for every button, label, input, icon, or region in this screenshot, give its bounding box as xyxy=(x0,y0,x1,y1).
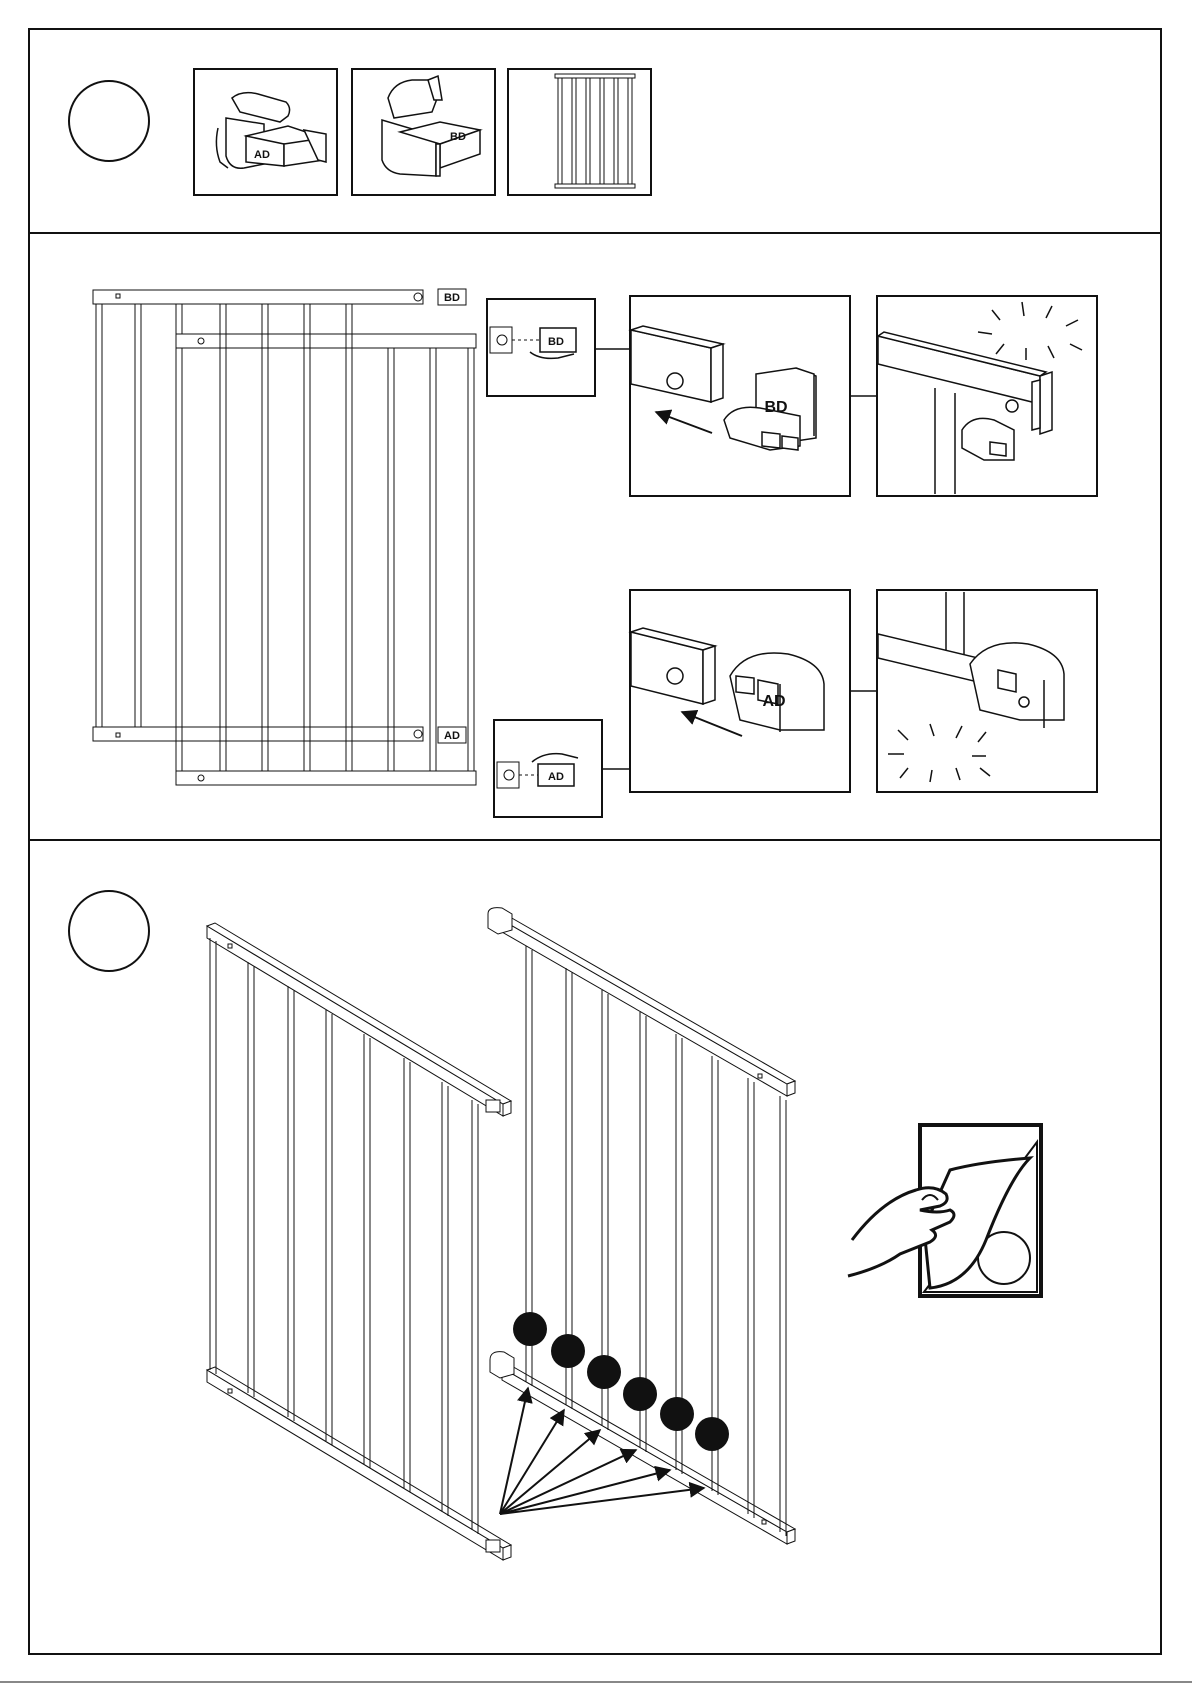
top-detail-callout: BD xyxy=(487,299,630,396)
sequence-dot-4 xyxy=(623,1377,657,1411)
parts-section: AD BD xyxy=(69,69,651,195)
bottom-detail-callout: AD xyxy=(494,720,630,817)
part-box-connector-bd: BD xyxy=(352,69,495,195)
connector-ad-label: AD xyxy=(254,149,270,161)
back-bottom-connector-label: AD xyxy=(444,730,460,742)
sequence-dot-1 xyxy=(513,1312,547,1346)
outer-frame xyxy=(29,29,1161,1654)
left-isometric-panel xyxy=(207,923,511,1560)
top-callout-connector-label: BD xyxy=(548,336,564,348)
sequence-dot-2 xyxy=(551,1334,585,1368)
sequence-arrow-6 xyxy=(500,1488,704,1514)
sequence-dot-5 xyxy=(660,1397,694,1431)
top-insert-detail: BD xyxy=(630,296,877,496)
bottom-click-detail xyxy=(877,590,1097,792)
back-top-connector-label: BD xyxy=(444,292,460,304)
bottom-insert-detail: AD xyxy=(630,590,877,792)
right-isometric-panel xyxy=(488,908,795,1544)
step-marker-install xyxy=(69,891,149,971)
sequence-dot-6 xyxy=(695,1417,729,1451)
top-click-detail xyxy=(877,296,1097,496)
sequence-dot-3 xyxy=(587,1355,621,1389)
connector-bd-label: BD xyxy=(450,131,466,143)
peel-sticker-icon xyxy=(848,1125,1041,1296)
front-gate-panel xyxy=(176,304,476,785)
top-insert-connector-label: BD xyxy=(764,399,787,416)
part-box-connector-ad: AD xyxy=(194,69,337,195)
back-gate-panel xyxy=(93,289,466,743)
connect-section: BD AD xyxy=(93,289,1097,817)
step-marker-parts xyxy=(69,81,149,161)
install-section xyxy=(69,891,1041,1560)
bottom-insert-connector-label: AD xyxy=(762,693,785,710)
bottom-callout-connector-label: AD xyxy=(548,771,564,783)
part-box-gate-panel xyxy=(508,69,651,195)
